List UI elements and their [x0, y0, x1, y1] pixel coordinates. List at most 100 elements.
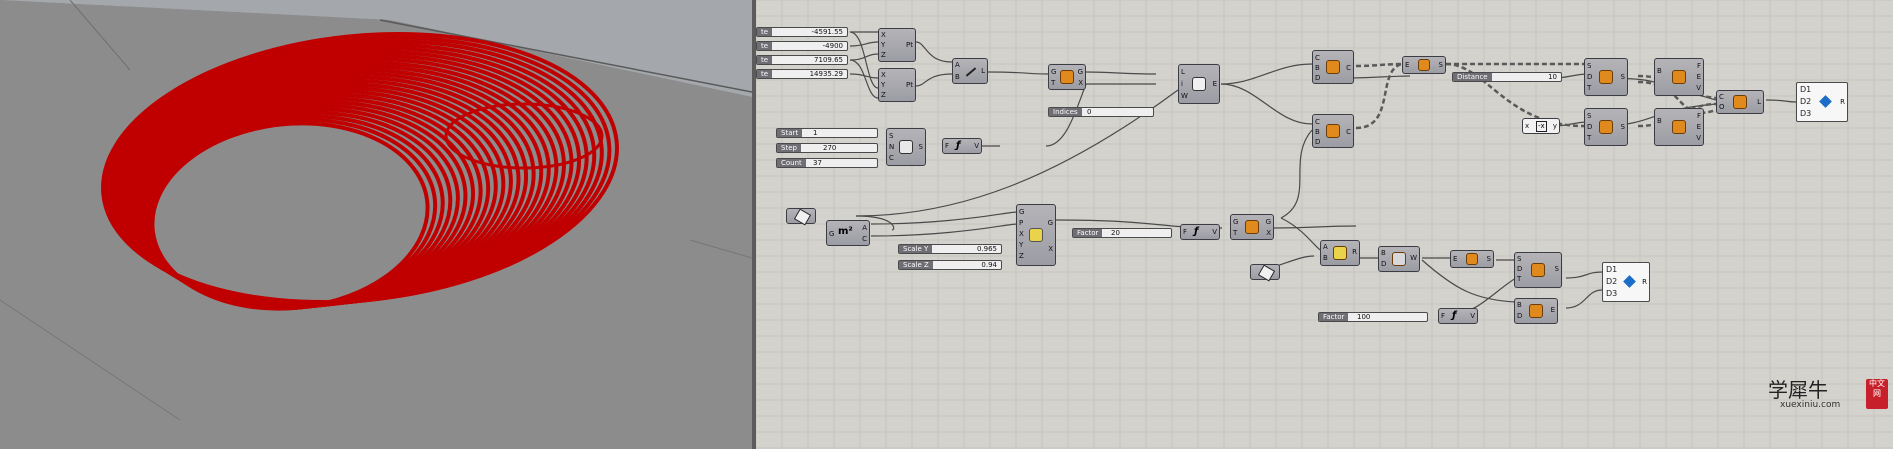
- indices-slider[interactable]: Indices 0: [1048, 107, 1154, 117]
- series-node[interactable]: S N C S: [886, 128, 926, 166]
- boundary-surface-node[interactable]: B D E: [1514, 298, 1558, 324]
- port-label: F: [1696, 112, 1701, 120]
- offset-node[interactable]: S D T S: [1584, 108, 1628, 146]
- offset-node[interactable]: S D T S: [1584, 58, 1628, 96]
- wire: [849, 53, 879, 61]
- port-label: C: [862, 235, 867, 243]
- function-fz-node[interactable]: F ƒ V: [1438, 308, 1478, 324]
- port-label: D: [1587, 123, 1593, 131]
- port-label: F: [945, 142, 950, 150]
- port-label: L: [1757, 98, 1761, 106]
- scale-y-slider[interactable]: Scale Y 0.965: [898, 244, 1002, 254]
- panel-item: D3: [1800, 109, 1812, 118]
- rhino-viewport[interactable]: [0, 0, 752, 449]
- union-icon: [1333, 246, 1347, 260]
- geometry-param[interactable]: [786, 208, 816, 226]
- point-slider[interactable]: te 7109.65: [756, 55, 848, 65]
- step-slider[interactable]: Step 270: [776, 143, 878, 153]
- port-label: y: [1552, 122, 1557, 130]
- port-label: C: [889, 154, 894, 162]
- geometry-icon: [793, 208, 812, 226]
- output-panel[interactable]: D1 D2 D3 R: [1796, 82, 1848, 122]
- offset-icon: [1599, 120, 1613, 134]
- port-label: G: [1265, 218, 1271, 226]
- port-label: A: [1323, 243, 1328, 251]
- brep-wire-node[interactable]: B D W: [1378, 246, 1420, 272]
- construct-point-node[interactable]: X Y Z Pt: [878, 68, 916, 102]
- slider-value: 37: [813, 159, 822, 167]
- wire: [1085, 71, 1157, 75]
- list-item-icon: [1192, 77, 1206, 91]
- geometry-param[interactable]: [1250, 264, 1280, 282]
- port-label: F: [1183, 228, 1188, 236]
- scale-z-slider[interactable]: Scale Z 0.94: [898, 260, 1002, 270]
- move-icon: [1060, 70, 1074, 84]
- point-slider[interactable]: te 14935.29: [756, 69, 848, 79]
- port-label: E: [1696, 73, 1701, 81]
- list-item-node[interactable]: L i W E: [1178, 64, 1220, 104]
- factor-slider[interactable]: Factor 20: [1072, 228, 1172, 238]
- loft-node[interactable]: C B D C: [1312, 50, 1354, 84]
- slider-label: te: [757, 28, 773, 36]
- point-slider[interactable]: te -4591.55: [756, 27, 848, 37]
- offset-icon: [1531, 263, 1545, 277]
- port-label: B: [1381, 249, 1386, 257]
- port-label: X: [881, 31, 886, 39]
- line-node[interactable]: A B L: [952, 58, 988, 84]
- offset-node[interactable]: S D T S: [1514, 252, 1562, 288]
- boundary-node[interactable]: B F E V: [1654, 58, 1704, 96]
- port-label: S: [1438, 61, 1443, 69]
- grid-line: [69, 0, 131, 71]
- distance-slider[interactable]: Distance 10: [1452, 72, 1562, 82]
- move-node[interactable]: G T G X: [1048, 64, 1086, 90]
- explode-icon: [1418, 59, 1430, 71]
- slider-label: Factor: [1073, 229, 1103, 237]
- loft-icon: [1326, 124, 1340, 138]
- scale-nu-node[interactable]: G P X Y Z G X: [1016, 204, 1056, 266]
- port-label: Y: [881, 41, 886, 49]
- port-label: X: [1078, 79, 1083, 87]
- area-node[interactable]: G m² A C: [826, 220, 870, 246]
- start-slider[interactable]: Start 1: [776, 128, 878, 138]
- expression-node[interactable]: x -x y: [1522, 118, 1560, 134]
- slider-label: te: [757, 70, 773, 78]
- panel-item: D3: [1606, 289, 1618, 298]
- port-label: L: [981, 67, 985, 75]
- explode-node[interactable]: E S: [1402, 56, 1446, 74]
- wire: [849, 73, 879, 79]
- panel-item: D1: [1800, 85, 1812, 94]
- function-fy-node[interactable]: F ƒ V: [942, 138, 982, 154]
- port-label: G: [1077, 68, 1083, 76]
- slider-value: -4900: [822, 42, 843, 50]
- slider-value: 20: [1111, 229, 1120, 237]
- port-label: V: [1696, 84, 1701, 92]
- function-fz-node[interactable]: F ƒ V: [1180, 224, 1220, 240]
- construct-point-node[interactable]: X Y Z Pt: [878, 28, 916, 62]
- point-slider[interactable]: te -4900: [756, 41, 848, 51]
- wire: [1565, 271, 1603, 279]
- port-label: V: [1212, 228, 1217, 236]
- port-label: S: [1620, 73, 1625, 81]
- slider-label: Count: [777, 159, 806, 167]
- slider-value: 14935.29: [809, 70, 843, 78]
- merge-node[interactable]: C O L: [1716, 90, 1764, 114]
- port-label: G: [1019, 208, 1025, 216]
- wire: [870, 223, 1019, 237]
- port-label: A: [955, 61, 960, 69]
- count-slider[interactable]: Count 37: [776, 158, 878, 168]
- line-icon: [965, 67, 977, 77]
- loft-node[interactable]: C B D C: [1312, 114, 1354, 148]
- wire: [1637, 80, 1717, 115]
- viewport-divider[interactable]: [752, 0, 756, 449]
- port-label: V: [974, 142, 979, 150]
- move-node[interactable]: G T G X: [1230, 214, 1274, 240]
- panel-item: D1: [1606, 265, 1618, 274]
- region-union-node[interactable]: A B R: [1320, 240, 1360, 266]
- slider-label: te: [757, 56, 773, 64]
- grasshopper-canvas[interactable]: te -4591.55 te -4900 te 7109.65 te 14935…: [756, 0, 1893, 449]
- explode-node[interactable]: E S: [1450, 250, 1494, 268]
- boundary-node[interactable]: B F E V: [1654, 108, 1704, 146]
- boundary-icon: [1672, 70, 1686, 84]
- factor-slider[interactable]: Factor 100: [1318, 312, 1428, 322]
- output-panel[interactable]: D1 D2 D3 R: [1602, 262, 1650, 302]
